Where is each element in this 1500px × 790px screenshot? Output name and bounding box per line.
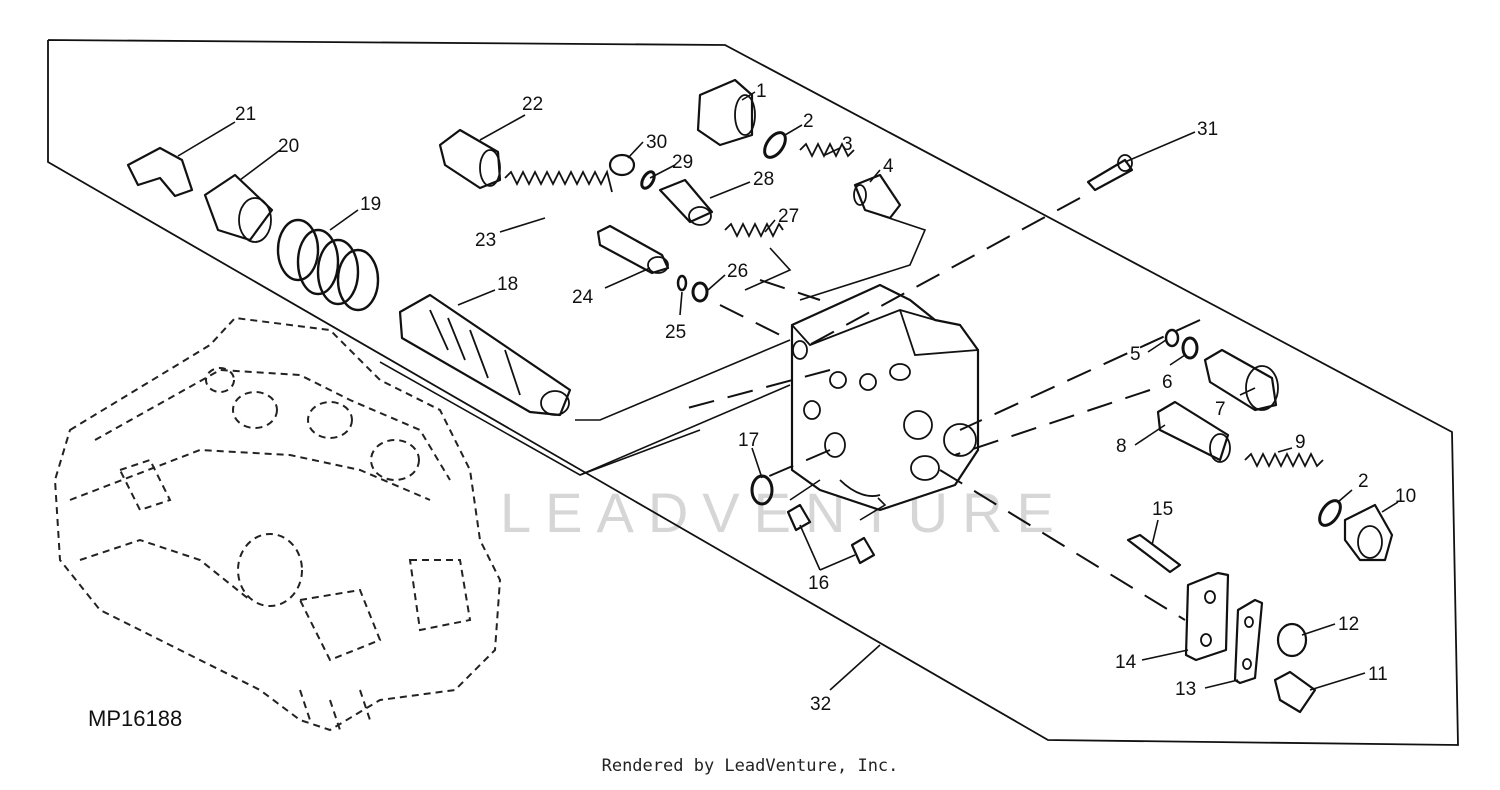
part-31-fitting bbox=[1086, 154, 1134, 192]
part-15-pin bbox=[1126, 533, 1182, 574]
callout-16: 16 bbox=[808, 573, 829, 594]
part-19-spring bbox=[276, 218, 380, 312]
callout-21: 21 bbox=[235, 104, 256, 125]
callout-30: 30 bbox=[646, 132, 667, 153]
part-2-o-ring-b bbox=[1318, 499, 1342, 527]
part-27-spring bbox=[724, 221, 784, 239]
callout-11: 11 bbox=[1368, 664, 1388, 685]
figure-id: MP16188 bbox=[88, 706, 182, 731]
part-20-bushing bbox=[203, 173, 274, 243]
part-5-o-ring bbox=[1164, 328, 1180, 348]
part-10-plug bbox=[1343, 503, 1394, 562]
callout-4: 4 bbox=[883, 156, 894, 177]
watermark: LEADVENTURE bbox=[500, 481, 1068, 544]
callout-10: 10 bbox=[1395, 486, 1416, 507]
part-28-sleeve bbox=[658, 178, 714, 226]
part-14-bracket bbox=[1184, 571, 1230, 662]
callout-2: 2 bbox=[803, 111, 814, 132]
part-29-o-ring bbox=[640, 170, 656, 190]
callout-5: 5 bbox=[1130, 344, 1141, 365]
callout-12: 12 bbox=[1338, 614, 1359, 635]
callout-27: 27 bbox=[778, 206, 799, 227]
callout-19: 19 bbox=[360, 194, 381, 215]
callout-23: 23 bbox=[475, 230, 496, 251]
part-12-nut bbox=[1276, 622, 1308, 658]
callout-13: 13 bbox=[1175, 679, 1196, 700]
callout-32: 32 bbox=[810, 694, 831, 715]
part-25-o-ring bbox=[676, 274, 688, 292]
callout-7: 7 bbox=[1215, 399, 1226, 420]
part-30-plug bbox=[608, 153, 636, 177]
part-23-spring bbox=[504, 169, 613, 193]
callout-1: 1 bbox=[756, 81, 767, 102]
callout-25: 25 bbox=[665, 322, 686, 343]
callout-8: 8 bbox=[1116, 436, 1127, 457]
callout-14: 14 bbox=[1115, 652, 1137, 673]
callout-18: 18 bbox=[497, 274, 518, 295]
ghost-valve-housing bbox=[53, 316, 502, 732]
part-21-elbow bbox=[126, 146, 194, 198]
part-16-plugs bbox=[786, 503, 876, 565]
callout-9: 9 bbox=[1295, 432, 1306, 453]
part-11-bolt bbox=[1273, 670, 1317, 714]
assembly-centerlines bbox=[679, 197, 1201, 621]
callout-17: 17 bbox=[738, 430, 759, 451]
part-24-spool bbox=[596, 224, 670, 275]
part-2-o-ring bbox=[763, 131, 787, 159]
part-3-spring bbox=[799, 141, 855, 159]
callouts: 1 2 3 4 31 30 29 28 27 26 25 24 23 22 21… bbox=[235, 81, 1416, 715]
part-7-relief-valve bbox=[1203, 348, 1279, 412]
part-6-o-ring bbox=[1181, 336, 1199, 360]
part-9-spring bbox=[1244, 451, 1324, 469]
callout-29: 29 bbox=[672, 152, 693, 173]
valve-body bbox=[790, 283, 980, 512]
callout-3: 3 bbox=[842, 134, 853, 155]
callout-20: 20 bbox=[278, 136, 299, 157]
footer-credit: Rendered by LeadVenture, Inc. bbox=[601, 756, 899, 776]
callout-24: 24 bbox=[572, 287, 594, 308]
leader-lines bbox=[177, 91, 1399, 691]
callout-26: 26 bbox=[727, 261, 748, 282]
callout-15: 15 bbox=[1152, 499, 1173, 520]
connector-lines bbox=[379, 214, 927, 521]
callout-28: 28 bbox=[753, 169, 774, 190]
callout-31: 31 bbox=[1197, 119, 1218, 140]
callout-6: 6 bbox=[1162, 372, 1173, 393]
part-8-valve bbox=[1156, 400, 1231, 463]
part-1-plug bbox=[696, 78, 756, 147]
callout-2-b: 2 bbox=[1358, 471, 1369, 492]
callout-22: 22 bbox=[522, 94, 543, 115]
part-4-poppet bbox=[853, 173, 902, 220]
assembly-panel-outline bbox=[47, 39, 1459, 746]
part-26-washer bbox=[691, 281, 709, 303]
part-18-spool bbox=[398, 293, 572, 417]
part-13-plate bbox=[1233, 598, 1264, 685]
part-22-fitting bbox=[438, 128, 502, 190]
